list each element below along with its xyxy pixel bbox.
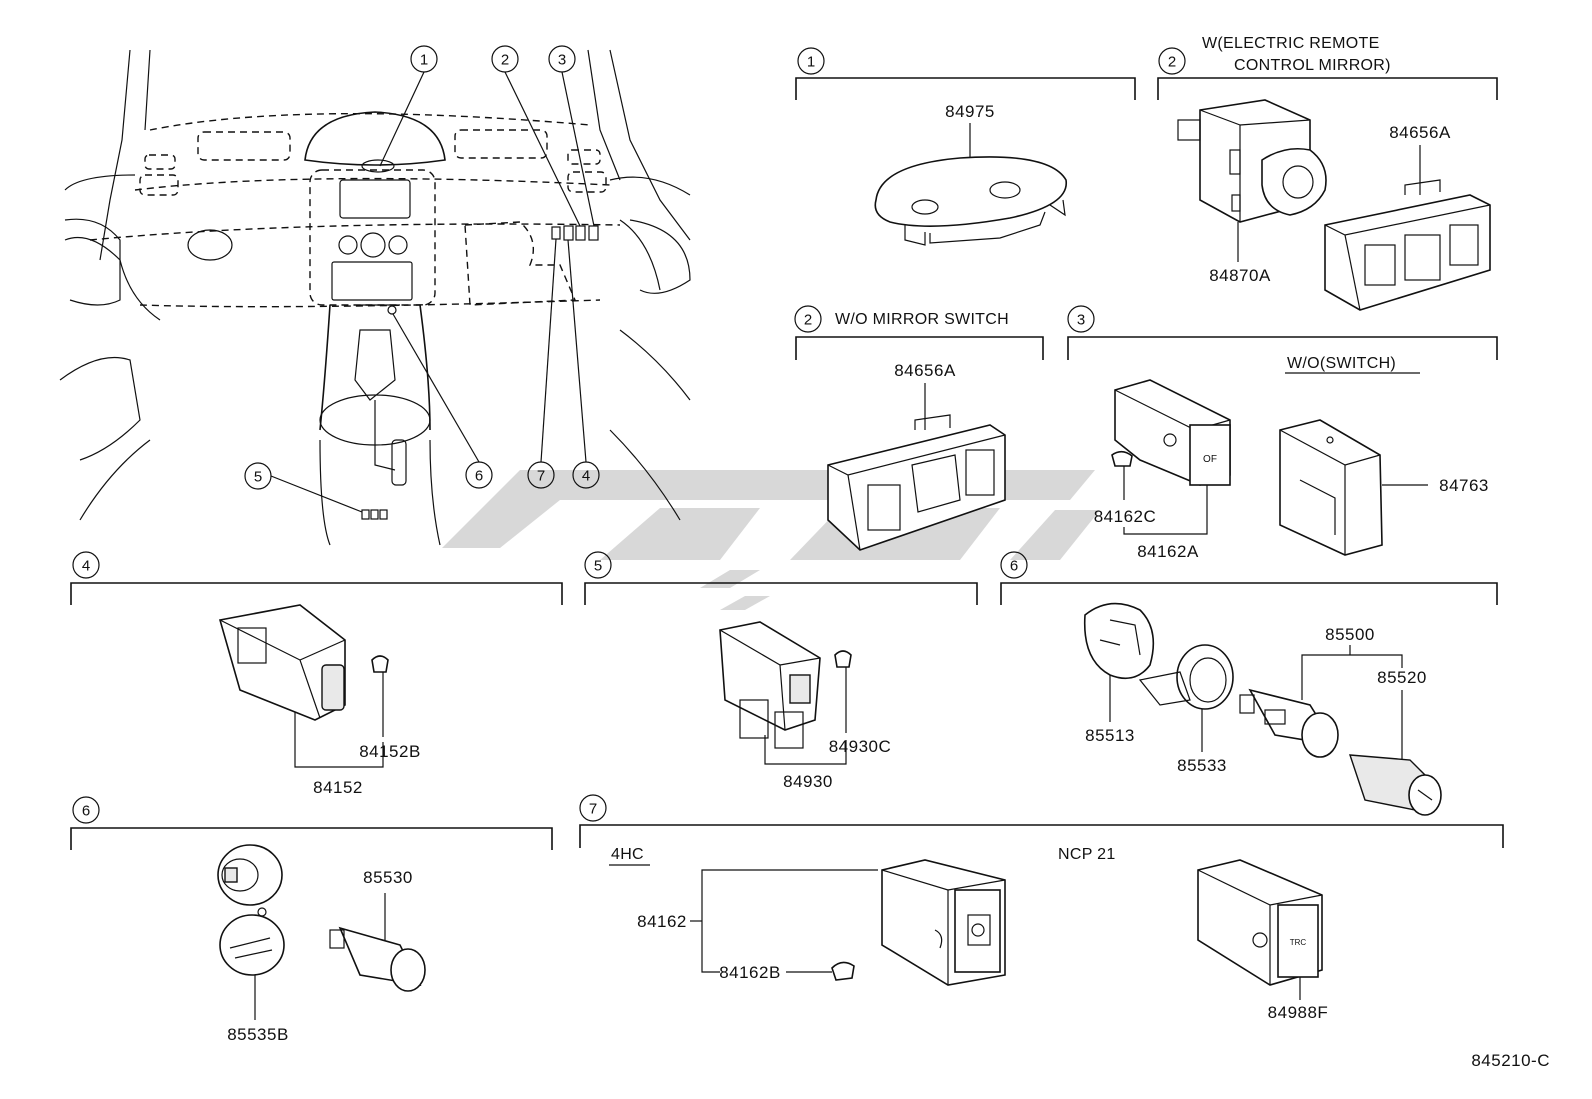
overview-callout-7: 7	[527, 461, 555, 489]
svg-text:6: 6	[475, 468, 483, 485]
section-index: 6	[1010, 558, 1018, 575]
traction-switch-illustration: TRC	[1197, 859, 1323, 986]
rocker-switch-illustration	[719, 621, 821, 749]
part-number-85535b: 85535B	[227, 1025, 289, 1044]
part-number-84930c: 84930C	[829, 737, 892, 756]
mirror-switch-illustration	[1177, 99, 1327, 223]
svg-text:5: 5	[254, 469, 262, 486]
svg-text:OF: OF	[1203, 454, 1217, 465]
socket-retainer-illustration	[1083, 602, 1155, 680]
part-number-85520: 85520	[1377, 668, 1427, 687]
section-1: 1 84975	[795, 47, 1136, 246]
part-number-84656a: 84656A	[1389, 123, 1451, 142]
overview-callout-5: 5	[244, 462, 272, 490]
variant-label-ncp21: NCP 21	[1058, 846, 1116, 863]
section-index: 1	[807, 54, 815, 71]
overview-callout-2: 2	[491, 45, 519, 73]
svg-text:1: 1	[420, 52, 428, 69]
part-number-85530: 85530	[363, 868, 413, 887]
overview-callout-4: 4	[572, 461, 600, 489]
part-number-84930: 84930	[783, 772, 833, 791]
svg-text:2: 2	[501, 52, 509, 69]
variant-label-4hc: 4HC	[611, 846, 644, 863]
part-number-84152b: 84152B	[359, 742, 421, 761]
switch-base-illustration	[1324, 179, 1491, 311]
fog-lamp-switch-illustration	[881, 859, 1006, 986]
part-number-84988f: 84988F	[1268, 1003, 1329, 1022]
section-index-badge	[797, 47, 825, 75]
part-number-85500: 85500	[1325, 625, 1375, 644]
section-title-line1: W(ELECTRIC REMOTE	[1202, 35, 1380, 52]
dashboard-overview	[59, 49, 691, 546]
section-index: 2	[804, 312, 812, 329]
overview-leaders	[270, 71, 595, 513]
section-2a: 2 W(ELECTRIC REMOTE CONTROL MIRROR) 8487…	[1157, 35, 1498, 311]
part-number-84152: 84152	[313, 778, 363, 797]
part-number-84656a: 84656A	[894, 361, 956, 380]
power-outlet-socket-illustration	[329, 926, 426, 992]
section-4: 4 84152B 84152	[70, 551, 563, 797]
section-index: 7	[589, 801, 597, 818]
section-index: 4	[82, 558, 90, 575]
section-5: 5 84930C 84930	[584, 551, 978, 791]
svg-text:7: 7	[537, 468, 545, 485]
section-title: W/O MIRROR SWITCH	[835, 311, 1009, 328]
overview-callout-6: 6	[465, 461, 493, 489]
svg-text:4: 4	[582, 468, 590, 485]
section-6b: 6 85535B 85530	[70, 796, 553, 1044]
power-outlet-cap-illustration	[217, 844, 285, 976]
section-2b: 2 W/O MIRROR SWITCH 84656A	[794, 305, 1044, 551]
overview-callout-3: 3	[548, 45, 576, 73]
svg-text:3: 3	[558, 52, 566, 69]
section-subtitle: W/O(SWITCH)	[1287, 355, 1396, 372]
part-number-85533: 85533	[1177, 756, 1227, 775]
socket-ring-illustration	[1138, 644, 1234, 710]
section-index: 6	[82, 803, 90, 820]
cigar-socket-illustration	[1239, 688, 1339, 758]
dimmer-switch-illustration	[218, 604, 346, 721]
blank-cover-illustration	[1279, 419, 1383, 556]
part-number-85513: 85513	[1085, 726, 1135, 745]
part-number-84162: 84162	[637, 912, 687, 931]
part-number-84870a: 84870A	[1209, 266, 1271, 285]
part-number-84763: 84763	[1439, 476, 1489, 495]
overview-callout-1: 1	[410, 45, 438, 73]
svg-text:TRC: TRC	[1290, 938, 1307, 947]
section-6a: 6 85513 85533 85500 85520	[1000, 551, 1498, 816]
diagram-code: 845210-C	[1471, 1051, 1550, 1070]
fog-switch-illustration: OF	[1114, 379, 1231, 486]
section-index: 2	[1168, 54, 1176, 71]
section-7: 7 4HC NCP 21 84162 84162B TRC 84988	[579, 794, 1504, 1022]
cigar-lighter-illustration	[1349, 754, 1442, 816]
part-number-84162b: 84162B	[719, 963, 781, 982]
part-number-84162c: 84162C	[1094, 507, 1157, 526]
section-3: 3 W/O(SWITCH) OF 84162C 84162A 84763	[1067, 305, 1498, 561]
section-title-line2: CONTROL MIRROR)	[1234, 57, 1391, 74]
blank-switch-base-illustration	[827, 414, 1006, 551]
section-index: 3	[1077, 312, 1085, 329]
switch-bezel-illustration	[874, 156, 1067, 246]
part-number-84975: 84975	[945, 102, 995, 121]
part-number-84162a: 84162A	[1137, 542, 1199, 561]
section-index: 5	[594, 558, 602, 575]
